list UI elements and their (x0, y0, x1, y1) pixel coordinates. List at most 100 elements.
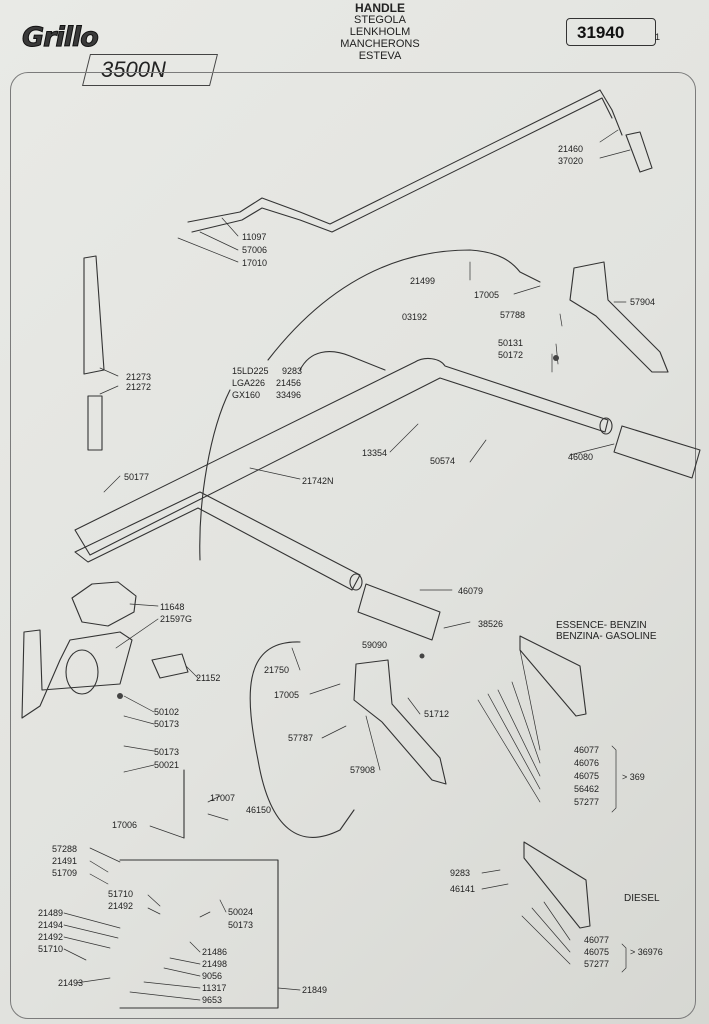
part-label: 21499 (410, 276, 436, 286)
engine-label: 15LD225 (232, 366, 269, 376)
part-label: 46080 (568, 452, 594, 462)
part-label: 51710 (38, 944, 64, 954)
throttle-plate-36976 (523, 841, 591, 929)
part-label: 57787 (288, 733, 314, 743)
part-label: 9056 (202, 971, 223, 981)
title-line-2: LENKHOLM (349, 26, 411, 38)
cable-long (199, 389, 231, 561)
part-label: 50173 (154, 747, 180, 757)
part-label: 57277 (584, 959, 610, 969)
part-label: 21492 (38, 932, 64, 942)
lever-57904 (569, 261, 669, 373)
part-label: 51709 (52, 868, 78, 878)
part-label: 21493 (58, 978, 84, 988)
part-label: 9283 (282, 366, 303, 376)
grip-46080 (613, 425, 701, 479)
part-label: 21489 (38, 908, 64, 918)
part-label: 11648 (160, 602, 185, 612)
group-label: > 369 (622, 772, 645, 782)
part-label: 46076 (574, 758, 600, 768)
fuel-note: ESSENCE- BENZIN BENZINA- GASOLINE (556, 620, 657, 642)
part-label: 9653 (202, 995, 223, 1005)
part-label: 57788 (500, 310, 526, 320)
clamp-bore (65, 649, 99, 695)
part-label: 17005 (274, 690, 300, 700)
part-label: 13354 (362, 448, 388, 458)
part-label: 21491 (52, 856, 78, 866)
title-line-1: STEGOLA (354, 14, 406, 26)
part-label: 50172 (498, 350, 524, 360)
tube-end-right (599, 417, 613, 435)
part-label: 59090 (362, 640, 388, 650)
part-label: 21750 (264, 665, 290, 675)
title-line-3: MANCHERONS (340, 38, 420, 50)
group-369: 369 (629, 772, 645, 782)
part-label: 46141 (450, 884, 476, 894)
title-line-0: HANDLE (355, 1, 405, 15)
part-label: 11097 (242, 232, 267, 242)
part-label: 57904 (630, 297, 656, 307)
main-handle-tube (74, 357, 609, 556)
upper-handle-grip (625, 131, 653, 173)
page-title: HANDLE STEGOLA LENKHOLM MANCHERONS ESTEV… (300, 2, 460, 62)
block-21152 (151, 653, 189, 679)
part-label: 17006 (112, 820, 138, 830)
ring-gear-11648 (71, 581, 137, 627)
part-label: 50574 (430, 456, 456, 466)
title-line-4: ESTEVA (358, 50, 402, 62)
tube-end-lower (349, 573, 363, 591)
part-number-box: 31940 (566, 18, 656, 46)
part-label: 50173 (154, 719, 180, 729)
part-label: 21486 (202, 947, 228, 957)
cable-engine (299, 351, 386, 371)
stand-21272 (87, 395, 103, 451)
group-36976: 36976 (637, 947, 663, 957)
fuel-note-line1: ESSENCE- BENZIN (556, 620, 647, 631)
engine-label: LGA226 (232, 378, 266, 388)
part-label: 50024 (228, 907, 254, 917)
part-label: 17007 (210, 793, 236, 803)
part-label: 21494 (38, 920, 64, 930)
cable-21499 (267, 249, 541, 361)
part-label: 46150 (246, 805, 272, 815)
part-label: 21492 (108, 901, 134, 911)
diesel-note: DIESEL (624, 893, 660, 904)
part-label: 21849 (302, 985, 328, 995)
part-label: 21498 (202, 959, 228, 969)
part-label: 03192 (402, 312, 428, 322)
detail-box-21849 (119, 859, 279, 1009)
fuel-note-line2: BENZINA- GASOLINE (556, 631, 657, 642)
washer-50102 (117, 693, 123, 699)
part-label: 46075 (574, 771, 600, 781)
part-label: 57277 (574, 797, 600, 807)
cable-21750 (249, 641, 355, 838)
part-label: 21152 (196, 673, 221, 683)
page-number: 1 (655, 32, 661, 42)
part-label: 21597G (160, 614, 193, 624)
part-label: 46077 (584, 935, 610, 945)
part-label: 37020 (558, 156, 584, 166)
main-handle-tube-lower (74, 491, 361, 591)
part-label: 51710 (108, 889, 134, 899)
part-label: 17010 (242, 258, 268, 268)
grip-46079 (357, 583, 441, 641)
part-label: 51712 (424, 709, 450, 719)
part-label: 50131 (498, 338, 524, 348)
upper-handle-bar (187, 89, 623, 225)
part-label: 21460 (558, 144, 584, 154)
part-label: 21456 (276, 378, 302, 388)
part-label: 57006 (242, 245, 268, 255)
part-label: 46079 (458, 586, 484, 596)
brand-logo: Grillo (22, 22, 100, 54)
upper-handle-bar-inner (191, 97, 613, 233)
part-label: 57908 (350, 765, 376, 775)
part-label: 50102 (154, 707, 180, 717)
part-label: 11317 (202, 983, 227, 993)
washer-50131 (553, 355, 559, 361)
part-label: 56462 (574, 784, 600, 794)
leader-lines (63, 129, 631, 1001)
part-label: 46075 (584, 947, 610, 957)
part-label: 33496 (276, 390, 302, 400)
